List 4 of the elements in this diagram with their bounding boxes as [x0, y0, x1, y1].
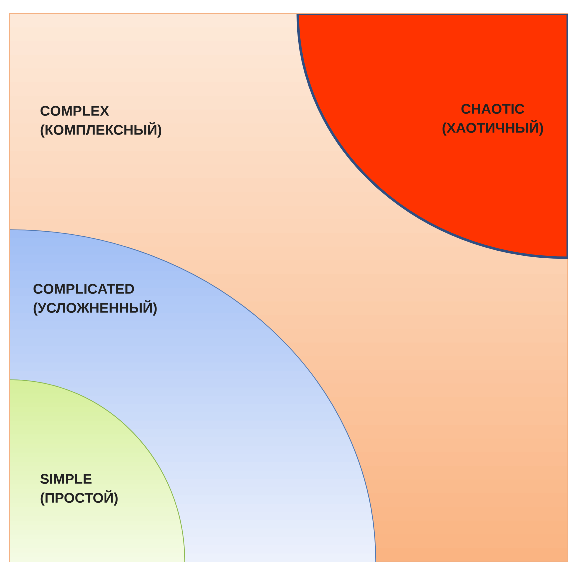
region-label: COMPLICATED (УСЛОЖНЕННЫЙ): [34, 284, 157, 316]
region-label: CHAOTIC (ХАОТИЧНЫЙ): [442, 104, 544, 136]
region-label: SIMPLE (ПРОСТОЙ): [40, 474, 118, 506]
region-label: COMPLEX (КОМПЛЕКСНЫЙ): [40, 106, 162, 138]
